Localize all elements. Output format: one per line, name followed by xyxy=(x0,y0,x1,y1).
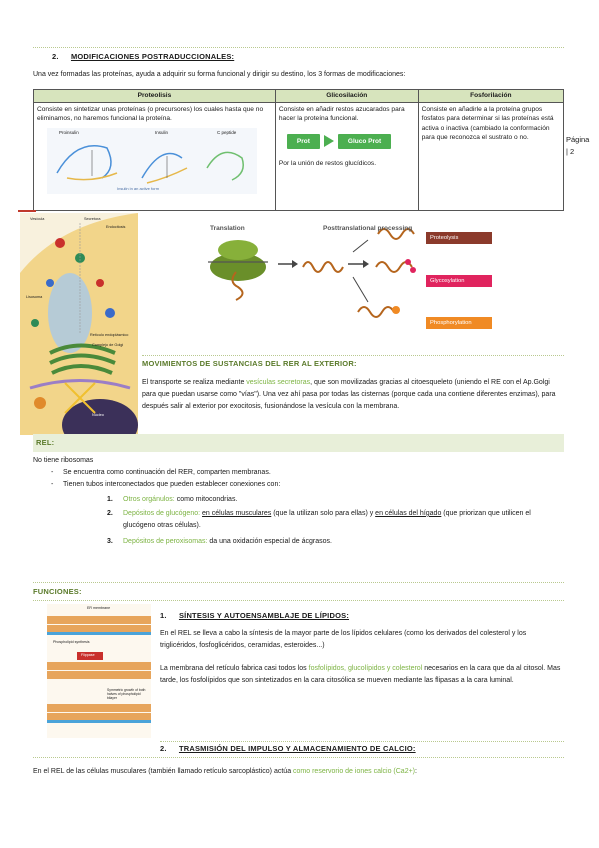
f1-paragraph-1: En el REL se lleva a cabo la síntesis de… xyxy=(160,630,527,649)
funciones-divider xyxy=(33,600,564,601)
cell-illustration xyxy=(20,213,138,451)
cell-label-endocitosis: Endocitosis xyxy=(106,225,126,229)
ptm-figure: Translation Posttranslational processing… xyxy=(208,222,508,350)
cell-label-lisosoma: Lisosoma xyxy=(26,295,43,299)
rel-bar xyxy=(33,434,564,452)
rel-numbered-list: 1. Otros orgánulos: como mitocondrias. 2… xyxy=(107,494,557,548)
prot-box: Prot xyxy=(286,133,320,150)
proteolisis-figure: Proinsulin Insulin C peptide Insulin in … xyxy=(47,127,257,194)
movimientos-title: MOVIMIENTOS DE SUSTANCIAS DEL RER AL EXT… xyxy=(142,359,357,368)
fig-label-cpeptide: C peptide xyxy=(217,129,237,135)
membrane-label-1: ER membrane xyxy=(87,606,111,610)
membrane-illustration xyxy=(47,616,151,723)
section2-title: MODIFICACIONES POSTRADUCCIONALES: xyxy=(70,52,235,61)
tag-proteolysis: Proteolysis xyxy=(426,232,492,244)
f2-heading: 2. TRASMISIÓN DEL IMPULSO Y ALMACENAMIEN… xyxy=(160,744,416,753)
cell-diagram: Vesícula Secretora Endocitosis Lisosoma … xyxy=(20,213,138,451)
cell-fosforilacion: Consiste en añadirle a la proteína grupo… xyxy=(417,101,565,211)
movimientos-divider xyxy=(142,355,564,356)
membrane-label-2: Phospholipid synthesis xyxy=(53,640,90,644)
glyco-diagram: Prot Gluco Prot xyxy=(286,133,415,150)
f2-highlight: como reservorio de iones calcio (Ca2+) xyxy=(293,768,416,775)
page-word: Página xyxy=(566,135,590,144)
glicosilacion-text: Consiste en añadir restos azucarados par… xyxy=(278,105,405,123)
fosforilacion-text: Consiste en añadirle a la proteína grupo… xyxy=(421,105,554,142)
cell-proteolisis: Consiste en sintetizar unas proteínas (o… xyxy=(33,101,276,211)
rel-no-ribosomas: No tiene ribosomas xyxy=(33,457,94,464)
arrow-right-icon xyxy=(323,135,334,148)
f1-paragraph-2: La membrana del retículo fabrica casi to… xyxy=(160,665,561,684)
tag-glycosylation: Glycosylation xyxy=(426,275,492,287)
section2-intro: Una vez formadas las proteínas, ayuda a … xyxy=(33,71,406,78)
membrane-figure: ER membrane Phospholipid synthesis Flipp… xyxy=(47,604,151,738)
fig-label-proinsulin: Proinsulin xyxy=(59,129,79,135)
ptm-illustration xyxy=(208,228,416,318)
fig-label-insulin: Insulin xyxy=(155,129,169,135)
cell-label-nucleo: Núcleo xyxy=(92,413,104,417)
tag-phosphorylation: Phosphorylation xyxy=(426,317,492,329)
rel-item-1: 1. Otros orgánulos: como mitocondrias. xyxy=(107,496,238,503)
rel-title: REL: xyxy=(36,438,55,447)
cell-label-golgi: Complejo de Golgi xyxy=(92,343,124,347)
proteolisis-text: Consiste en sintetizar unas proteínas (o… xyxy=(37,105,264,123)
funciones-title: FUNCIONES: xyxy=(33,587,82,596)
rel-item-2: 2. Depósitos de glucógeno: en células mu… xyxy=(107,509,531,529)
section2-heading: 2. MODIFICACIONES POSTRADUCCIONALES: xyxy=(52,52,234,63)
cell-label-vesicula: Vesícula xyxy=(30,217,45,221)
rel-item-3: 3. Depósitos de peroxisomas: da una oxid… xyxy=(107,537,332,545)
ptm-processing-label: Posttranslational processing xyxy=(323,225,413,232)
page-number: | 2 xyxy=(566,147,575,156)
rel-bullet-1: Se encuentra como continuación del RER, … xyxy=(33,468,564,478)
f2-divider xyxy=(33,757,564,758)
rel-bullets: Se encuentra como continuación del RER, … xyxy=(33,468,564,490)
top-divider xyxy=(33,47,564,48)
red-mark xyxy=(18,210,36,212)
ptm-translation-label: Translation xyxy=(210,225,245,232)
cell-glicosilacion: Consiste en añadir restos azucarados par… xyxy=(274,101,419,211)
header-proteolisis: Proteolisis xyxy=(33,89,276,103)
f2-divider-top xyxy=(160,741,564,742)
f1-highlight: fosfolípidos, glucolípidos y colesterol xyxy=(308,665,423,672)
f1-heading: 1. SÍNTESIS Y AUTOENSAMBLAJE DE LÍPIDOS: xyxy=(160,611,350,620)
header-fosforilacion: Fosforilación xyxy=(417,89,565,103)
insulin-diagram xyxy=(56,144,244,184)
funciones-divider-top xyxy=(33,582,564,583)
fig-caption: Insulin in an active form xyxy=(117,185,160,191)
f2-paragraph: En el REL de las células musculares (tam… xyxy=(33,768,417,775)
rel-bullet-2: Tienen tubos interconectados que pueden … xyxy=(33,480,564,490)
modifications-table: Proteolisis Glicosilación Fosforilación … xyxy=(33,89,565,211)
cell-label-secretora: Secretora xyxy=(84,217,101,221)
glicosilacion-note: Por la unión de restos glucídicos. xyxy=(278,160,377,168)
cell-label-re: Retículo endoplásmico xyxy=(90,333,129,337)
movimientos-highlight: vesículas secretoras xyxy=(246,379,311,386)
header-glicosilacion: Glicosilación xyxy=(274,89,419,103)
membrane-label-3: Flippase xyxy=(81,653,95,657)
gluco-prot-box: Gluco Prot xyxy=(337,133,392,150)
membrane-label-4: Symmetric growth of both halves of phosp… xyxy=(107,688,146,701)
movimientos-paragraph: El transporte se realiza mediante vesícu… xyxy=(142,379,556,410)
page-label: Página | 2 xyxy=(566,134,589,158)
section2-number: 2. xyxy=(52,52,59,61)
